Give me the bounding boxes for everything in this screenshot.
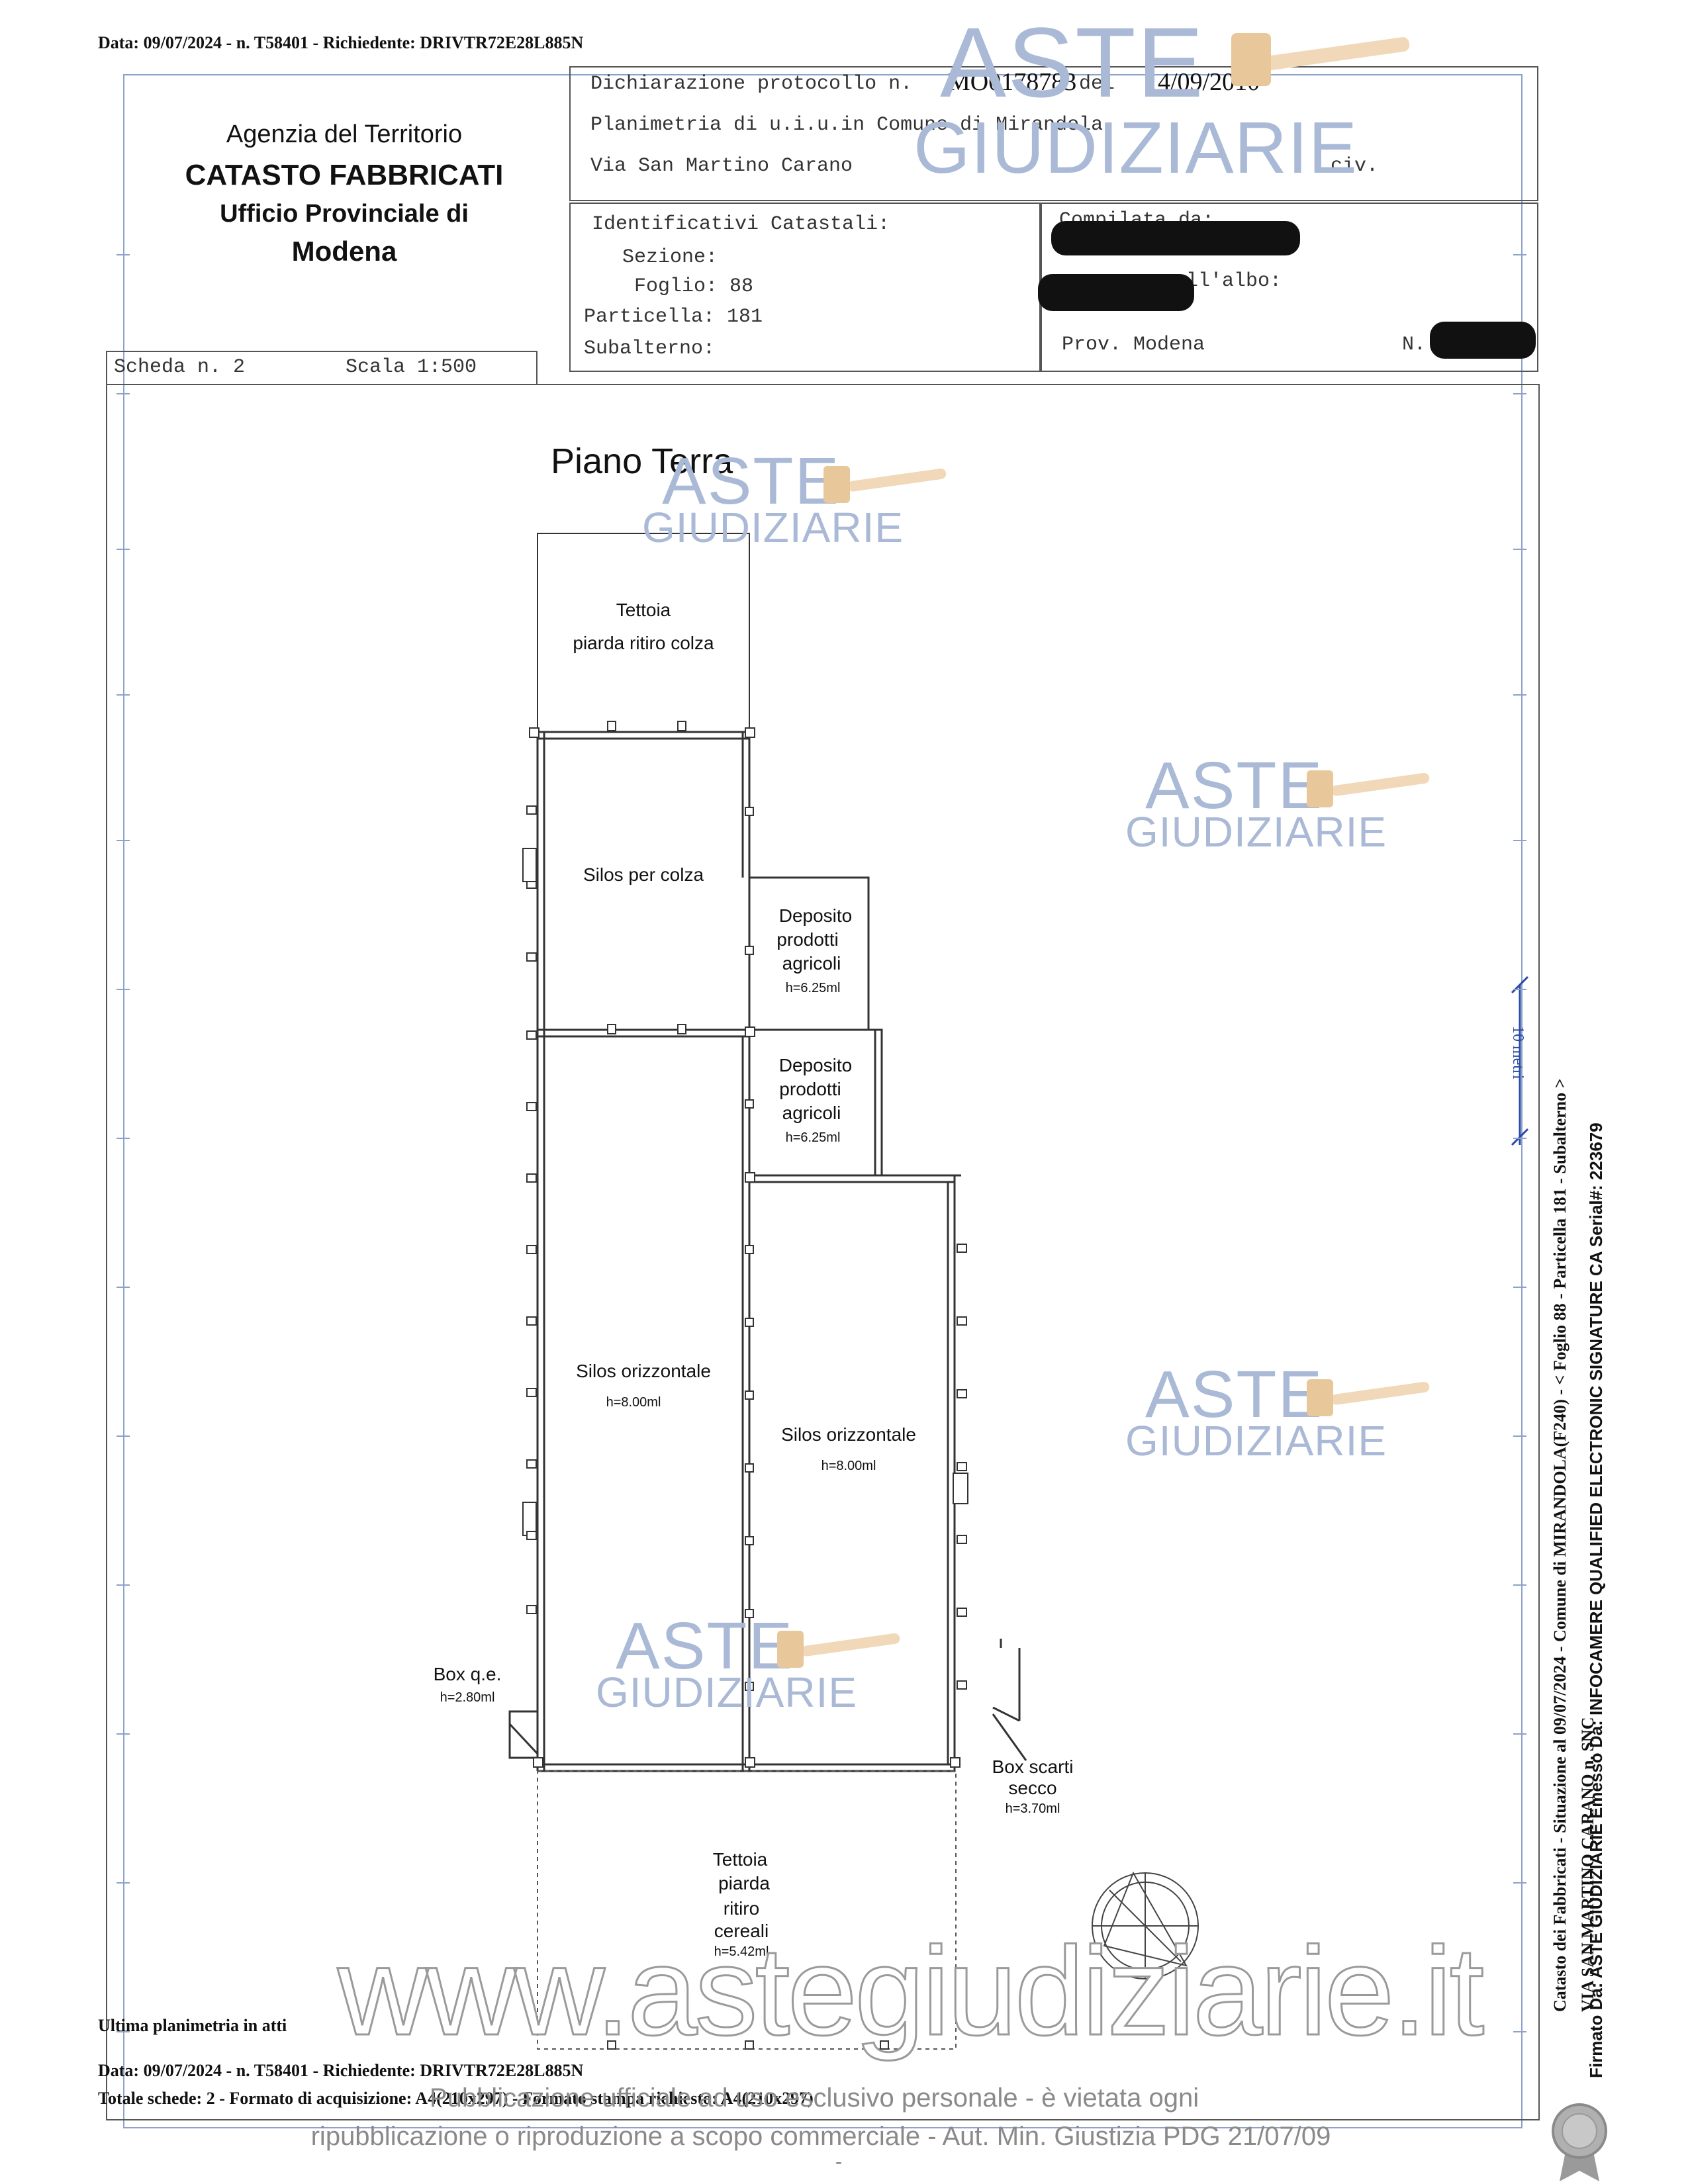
watermark-header: ASTE GIUDIZIARIE xyxy=(914,0,1417,199)
deposito-2-label-1: Deposito xyxy=(778,1055,853,1075)
n-label: N. xyxy=(1402,334,1427,356)
identifiers-sezione: Sezione: xyxy=(622,246,718,269)
declaration-number: MO0178783 xyxy=(948,68,1077,96)
gavel-icon xyxy=(777,1631,900,1668)
box-qe-label: Box q.e. xyxy=(433,1664,502,1684)
silos-colza-label: Silos per colza xyxy=(583,864,704,885)
top-meta-line: Data: 09/07/2024 - n. T58401 - Richieden… xyxy=(98,33,584,52)
deposito-2-label-2: prodotti xyxy=(779,1079,841,1099)
declaration-del: del xyxy=(1079,73,1115,95)
agency-line-2: CATASTO FABBRICATI xyxy=(185,159,504,191)
albo-label: ll'albo: xyxy=(1186,270,1282,293)
watermark-aste-text: ASTE xyxy=(1145,1357,1324,1432)
agency-line-3: Ufficio Provinciale di xyxy=(220,200,469,228)
watermark-right-1: ASTE GIUDIZIARIE xyxy=(1125,741,1430,860)
via-line: Via San Martino Carano xyxy=(590,155,853,177)
deposito-1-label-3: agricoli xyxy=(782,953,841,974)
box-qe-height: h=2.80ml xyxy=(440,1690,495,1705)
side-text-line-1: Catasto dei Fabbricati - Situazione al 0… xyxy=(1550,1078,1570,2012)
redaction-name xyxy=(1051,221,1300,255)
silos-left-height: h=8.00ml xyxy=(606,1395,661,1410)
notice-line-1: Pubblicazione ufficiale ad uso esclusivo… xyxy=(429,2083,1199,2113)
box-scarti-outline xyxy=(992,1639,1027,1761)
header-declaration-box xyxy=(569,66,1538,201)
scala-label: Scala 1:500 xyxy=(346,356,477,379)
silos-left-label: Silos orizzontale xyxy=(576,1361,711,1381)
silos-right-label: Silos orizzontale xyxy=(781,1424,916,1445)
civ-label: civ. xyxy=(1331,155,1379,177)
seal-icon xyxy=(1552,2103,1607,2181)
tettoia-top-label-2: piarda ritiro colza xyxy=(573,633,714,653)
footer-totale-line: Totale schede: 2 - Formato di acquisizio… xyxy=(98,2089,814,2108)
notice-line-2: ripubblicazione o riproduzione a scopo c… xyxy=(310,2122,1331,2151)
agency-line-4: Modena xyxy=(291,236,397,267)
gavel-icon xyxy=(823,466,947,503)
deposito-1-label-2: prodotti xyxy=(776,929,839,950)
floor-title: Piano Terra xyxy=(551,441,733,481)
gavel-icon xyxy=(1307,1379,1430,1416)
identifiers-title: Identificativi Catastali: xyxy=(592,213,890,236)
agency-line-1: Agenzia del Territorio xyxy=(226,120,463,148)
gavel-icon xyxy=(1231,33,1410,86)
watermark-giudiziarie-text: GIUDIZIARIE xyxy=(1125,808,1387,856)
ultima-planimetria: Ultima planimetria in atti xyxy=(98,2016,287,2035)
deposito-1-label-1: Deposito xyxy=(778,905,853,926)
watermark-url: www.astegiudiziarie.it xyxy=(337,1921,1485,2063)
watermark-plan-bottom: ASTE GIUDIZIARIE xyxy=(596,1602,900,1721)
tettoia-top-label-1: Tettoia xyxy=(616,600,671,620)
declaration-prefix: Dichiarazione protocollo n. xyxy=(590,73,913,95)
prov-label: Prov. Modena xyxy=(1062,334,1205,356)
tettoia-bottom-label-3: ritiro xyxy=(723,1898,760,1919)
silos-right-height: h=8.00ml xyxy=(821,1459,876,1473)
tettoia-bottom-label-2: piarda xyxy=(718,1873,770,1893)
notice-dash: - xyxy=(835,2151,842,2173)
box-qe-outline xyxy=(508,1710,539,1759)
watermark-aste-text: ASTE xyxy=(662,444,841,518)
deposito-2-label-3: agricoli xyxy=(782,1103,841,1123)
deposito-2-height: h=6.25ml xyxy=(785,1130,841,1145)
watermark-aste-text: ASTE xyxy=(1145,749,1324,823)
identifiers-foglio: Foglio: 88 xyxy=(634,275,754,298)
gavel-icon xyxy=(1307,770,1430,807)
outer-frame xyxy=(123,74,1523,2128)
identifiers-particella: Particella: 181 xyxy=(584,306,763,328)
tettoia-bottom-label-4: cereali xyxy=(714,1921,769,1941)
scheda-label: Scheda n. 2 xyxy=(114,356,246,379)
deposito-1-height: h=6.25ml xyxy=(785,981,841,995)
redaction-albo xyxy=(1038,274,1194,311)
planimetria-line: Planimetria di u.i.u.in Comune di Mirand… xyxy=(590,114,1103,136)
watermark-giudiziarie-text: GIUDIZIARIE xyxy=(1125,1417,1387,1465)
watermark-giudiziarie-text: GIUDIZIARIE xyxy=(914,107,1358,189)
box-scarti-label-2: secco xyxy=(1008,1778,1057,1798)
watermark-giudiziarie-text: GIUDIZIARIE xyxy=(596,1668,858,1716)
tettoia-bottom-label-1: Tettoia xyxy=(712,1849,768,1870)
redaction-number xyxy=(1430,322,1536,359)
side-text-line-3: Firmato Da: ASTE GIUDIZIARIE Emesso Da: … xyxy=(1586,1122,1606,2078)
watermark-aste-text: ASTE xyxy=(940,7,1205,118)
identifiers-subalterno: Subalterno: xyxy=(584,338,716,360)
compass-rose xyxy=(1092,1871,1199,1979)
watermark-right-2: ASTE GIUDIZIARIE xyxy=(1125,1350,1430,1469)
watermark-giudiziarie-text: GIUDIZIARIE xyxy=(642,504,904,551)
plan-box xyxy=(106,384,1540,2120)
watermark-aste-text: ASTE xyxy=(616,1609,794,1683)
footer-data-line: Data: 09/07/2024 - n. T58401 - Richieden… xyxy=(98,2061,584,2080)
frame-ticks xyxy=(117,254,1526,2032)
watermark-plan-title: ASTE GIUDIZIARIE xyxy=(642,437,947,556)
scale-bar-label: 10 metri xyxy=(1509,1026,1526,1079)
box-scarti-height: h=3.70ml xyxy=(1005,1801,1060,1816)
box-scarti-label-1: Box scarti xyxy=(992,1756,1074,1777)
tettoia-bottom-height: h=5.42ml xyxy=(714,1944,769,1959)
